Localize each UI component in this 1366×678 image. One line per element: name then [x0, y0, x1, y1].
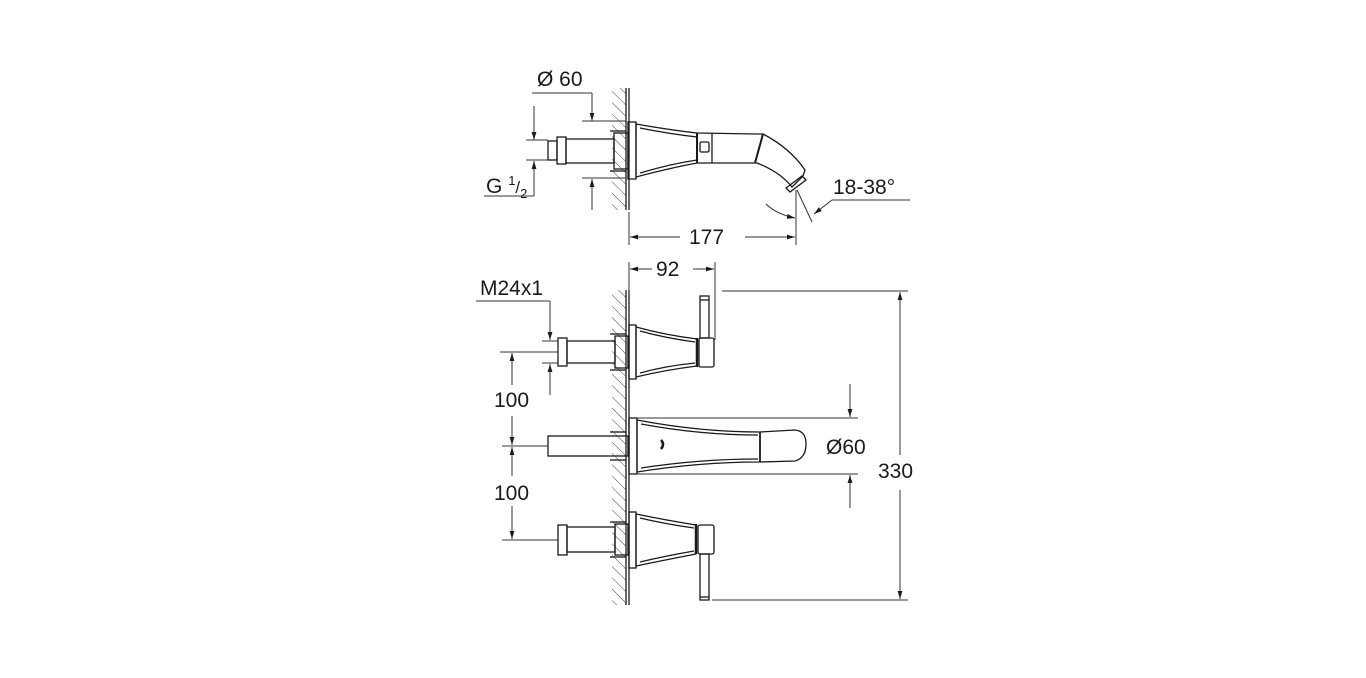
thread-numerator: 1 — [508, 173, 516, 188]
dim-handle-projection — [628, 262, 716, 340]
spout-side — [627, 121, 807, 193]
dim-thread-g12 — [484, 106, 548, 197]
wall-section-top — [612, 88, 630, 210]
spout-front — [547, 417, 807, 475]
side-view — [484, 88, 910, 245]
rough-in-valve-side — [547, 130, 629, 172]
thread-prefix: G — [486, 175, 503, 198]
dim-angle — [765, 189, 910, 245]
label-spacing-upper: 100 — [494, 389, 530, 412]
label-spacing-lower: 100 — [494, 482, 530, 505]
label-total-height: 330 — [878, 460, 914, 483]
front-view — [476, 262, 908, 605]
dim-spout-diameter — [637, 384, 858, 508]
dim-valve-spacing — [500, 351, 558, 541]
hot-valve-handle — [557, 295, 715, 380]
label-handle-projection: 92 — [656, 258, 680, 281]
dim-thread-m24 — [476, 300, 558, 395]
label-thread-m24: M24x1 — [480, 277, 544, 300]
dim-flange-diameter — [532, 92, 626, 210]
label-spout-angle: 18-38° — [833, 176, 896, 199]
cold-valve-handle — [557, 511, 715, 601]
dim-spout-projection — [628, 212, 795, 245]
label-spout-projection: 177 — [689, 226, 725, 249]
thread-denominator: 2 — [520, 186, 528, 202]
label-thread-g12: G 1/2 — [486, 173, 528, 202]
label-spout-diameter: Ø60 — [826, 436, 866, 459]
dim-total-height — [712, 290, 908, 601]
label-flange-diameter: Ø 60 — [537, 68, 583, 91]
